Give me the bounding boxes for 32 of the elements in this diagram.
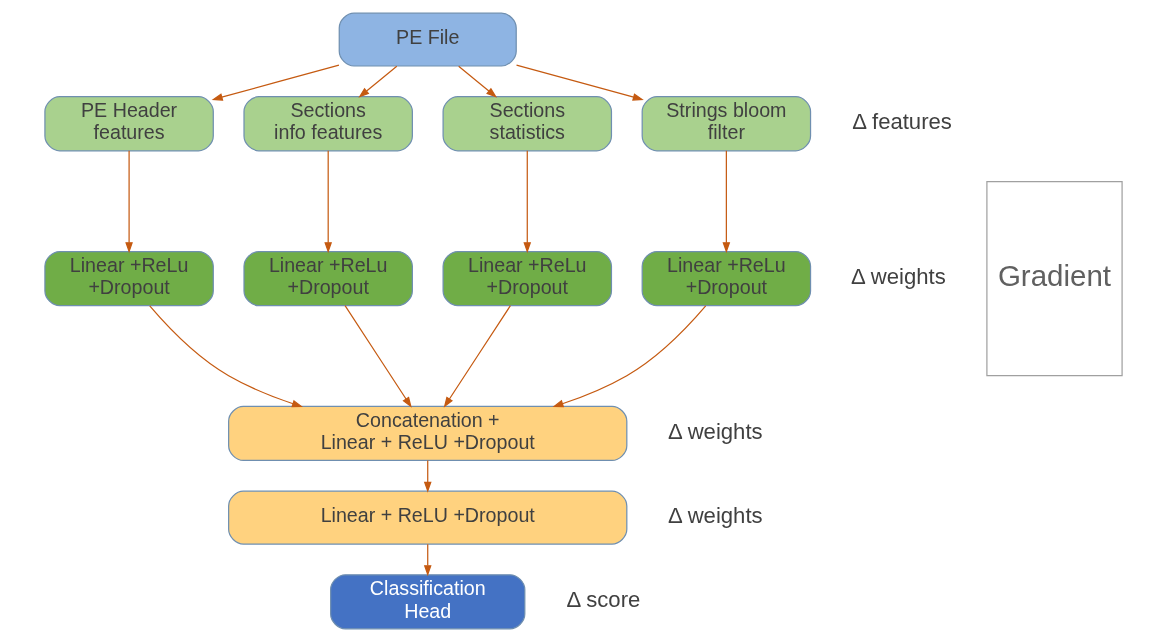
node-box: Linear +ReLu +Dropout xyxy=(243,250,413,307)
node-box: Linear +ReLu +Dropout xyxy=(641,250,812,307)
arrow xyxy=(358,65,398,98)
arrow xyxy=(423,543,432,577)
node-box: Linear +ReLu +Dropout xyxy=(442,250,613,307)
node-box: Classification Head xyxy=(330,574,526,630)
node-box: PE File xyxy=(338,12,517,67)
node-box: Concatenation + Linear + ReLU +Dropout xyxy=(228,405,628,462)
node-label: Δ weights xyxy=(667,503,763,529)
arrow xyxy=(125,150,133,254)
node-box: PE Header features xyxy=(44,96,214,152)
arrow xyxy=(211,64,340,101)
arrow xyxy=(324,150,333,254)
arrow xyxy=(523,150,532,254)
arrow xyxy=(552,305,707,408)
node-box: Linear +ReLu +Dropout xyxy=(44,250,214,307)
node-label: Δ score xyxy=(566,587,641,613)
node-box: Sections info features xyxy=(243,96,413,152)
node-box: Strings bloom filter xyxy=(641,96,812,152)
node-label: Δ weights xyxy=(851,264,946,290)
arrow xyxy=(423,459,432,493)
arrow xyxy=(515,64,644,101)
arrow xyxy=(443,305,511,408)
node-box: Gradient xyxy=(986,180,1123,377)
node-label: Δ features xyxy=(852,109,952,135)
arrow xyxy=(458,65,498,98)
node-label: Δ weights xyxy=(667,418,763,444)
node-box: Sections statistics xyxy=(442,96,613,152)
node-box: Linear + ReLU +Dropout xyxy=(228,490,628,545)
arrow xyxy=(722,150,731,254)
arrow xyxy=(149,305,304,408)
arrow xyxy=(344,305,412,408)
